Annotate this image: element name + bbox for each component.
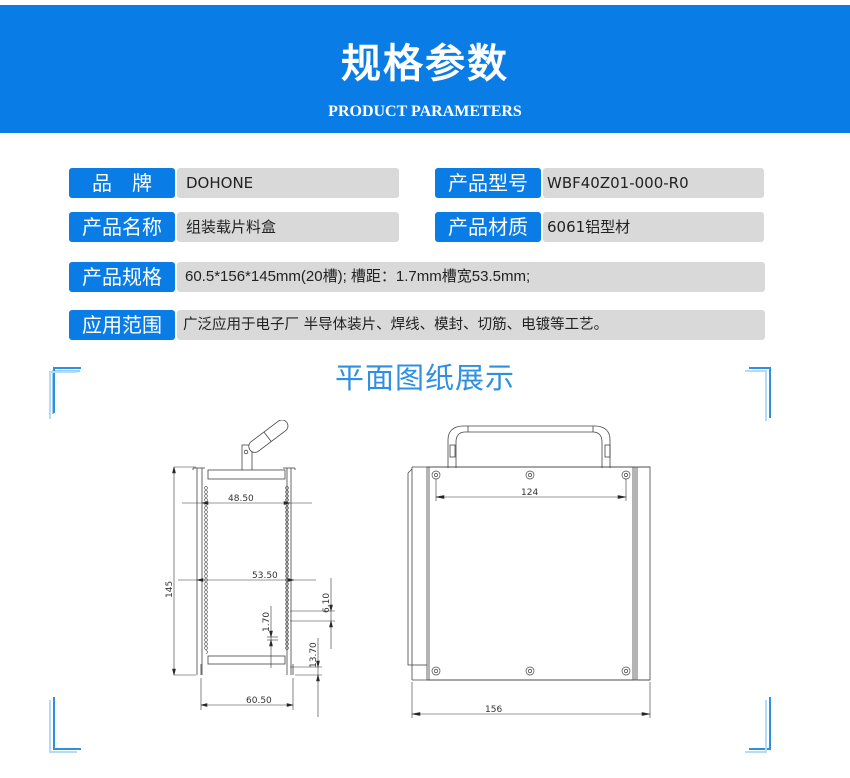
dim-53-50: 53.50 xyxy=(252,571,278,581)
dim-13-70: 13.70 xyxy=(309,642,319,668)
spec-label: 产品规格 xyxy=(69,262,175,292)
spec-value: WBF40Z01-000-R0 xyxy=(543,168,764,198)
corner-bottom-left-icon xyxy=(49,697,81,753)
spec-row-name: 产品名称 组装载片料盒 xyxy=(69,212,399,242)
dim-145: 145 xyxy=(165,581,175,598)
spec-value: 广泛应用于电子厂 半导体装片、焊线、模封、切筋、电镀等工艺。 xyxy=(177,310,765,340)
corner-top-right-icon xyxy=(745,367,771,421)
dim-156: 156 xyxy=(485,705,502,715)
spec-value: DOHONE xyxy=(177,168,399,198)
spec-row-application: 应用范围 广泛应用于电子厂 半导体装片、焊线、模封、切筋、电镀等工艺。 xyxy=(69,310,765,340)
corner-bottom-right-icon xyxy=(745,697,771,753)
dim-124: 124 xyxy=(521,488,538,498)
page-subtitle: PRODUCT PARAMETERS xyxy=(328,103,522,120)
page-title: 规格参数 xyxy=(341,40,509,87)
dim-6-10: 6.10 xyxy=(322,593,332,613)
side-view-drawing: 124 156 xyxy=(407,425,651,718)
corner-top-left-icon xyxy=(49,367,81,419)
spec-row-material: 产品材质 6061铝型材 xyxy=(435,212,765,242)
dim-1-70: 1.70 xyxy=(262,612,272,632)
spec-row-model: 产品型号 WBF40Z01-000-R0 xyxy=(435,168,765,198)
spec-label: 产品材质 xyxy=(435,212,541,242)
dim-48-50: 48.50 xyxy=(228,494,254,504)
spec-value: 组装载片料盒 xyxy=(177,212,399,242)
dim-60-50: 60.50 xyxy=(246,696,272,706)
spec-row-size: 产品规格 60.5*156*145mm(20槽); 槽距：1.7mm槽宽53.5… xyxy=(69,262,765,292)
spec-label: 产品型号 xyxy=(435,168,541,198)
spec-value: 60.5*156*145mm(20槽); 槽距：1.7mm槽宽53.5mm; xyxy=(177,262,765,292)
spec-label: 应用范围 xyxy=(69,310,175,340)
spec-row-brand: 品 牌 DOHONE xyxy=(69,168,399,198)
header-banner: 规格参数 PRODUCT PARAMETERS xyxy=(0,5,850,133)
spec-value: 6061铝型材 xyxy=(543,212,764,242)
spec-label: 品 牌 xyxy=(69,168,175,198)
front-view-drawing: 48.50 53.50 60.50 145 6.10 1.70 13.70 xyxy=(165,420,335,717)
spec-label: 产品名称 xyxy=(69,212,175,242)
drawing-section-title: 平面图纸展示 xyxy=(334,361,515,395)
